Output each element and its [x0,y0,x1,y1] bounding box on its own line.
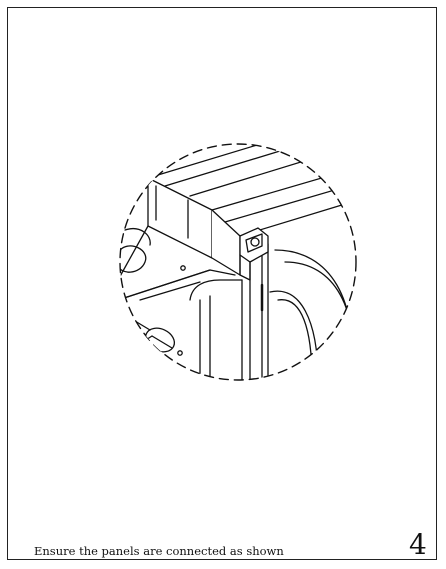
step-number: 4 [409,528,427,561]
detail-view [120,144,356,380]
instruction-caption: Ensure the panels are connected as shown [34,544,284,558]
instruction-page-frame [7,7,437,560]
magnifier-outline [119,143,357,381]
